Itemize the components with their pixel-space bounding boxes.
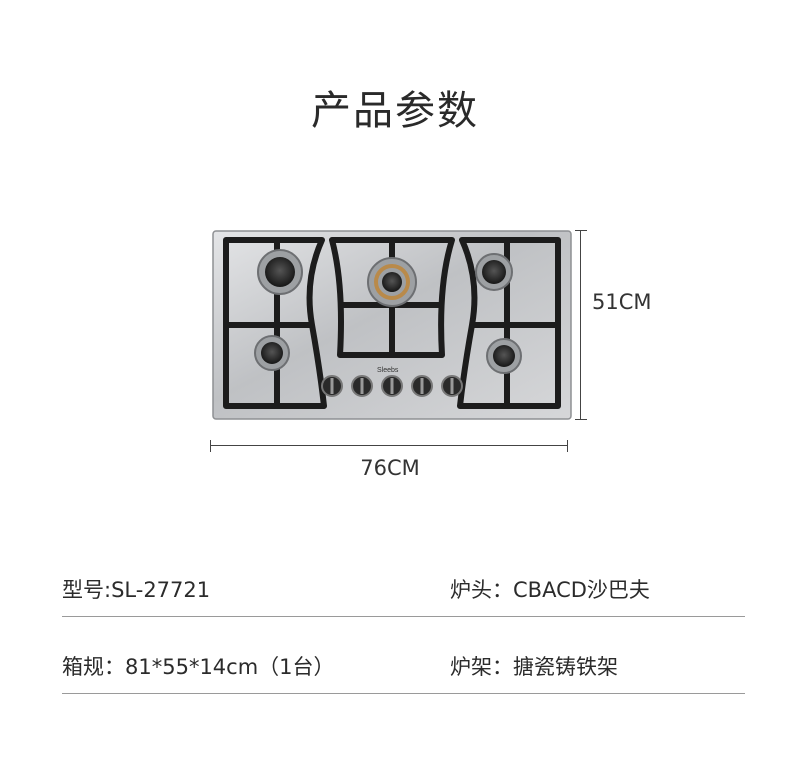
- spec-row: 箱规：81*55*14cm（1台） 炉架：搪瓷铸铁架: [62, 617, 745, 694]
- brand-logo: Sleebs: [377, 367, 399, 374]
- spec-burner: 炉头：CBACD沙巴夫: [450, 578, 650, 602]
- knob-1: [321, 375, 343, 397]
- control-knobs: [321, 375, 463, 397]
- width-dimension-line: [210, 440, 568, 452]
- burner-right-bottom: [486, 338, 522, 374]
- spec-row: 型号:SL-27721 炉头：CBACD沙巴夫: [62, 540, 745, 617]
- width-label: 76CM: [360, 456, 420, 480]
- spec-carton: 箱规：81*55*14cm（1台）: [62, 655, 335, 679]
- spec-grate: 炉架：搪瓷铸铁架: [450, 655, 618, 679]
- knob-4: [411, 375, 433, 397]
- height-dimension-line: [575, 230, 587, 420]
- burner-left-bottom: [254, 335, 290, 371]
- burner-right-top: [475, 253, 513, 291]
- burner-center: [367, 257, 417, 307]
- burner-large-left: [257, 249, 303, 295]
- page-title: 产品参数: [311, 88, 479, 134]
- knob-3: [381, 375, 403, 397]
- gas-hob-image: Sleebs: [212, 230, 572, 420]
- spec-model: 型号:SL-27721: [62, 578, 211, 602]
- knob-2: [351, 375, 373, 397]
- knob-5: [441, 375, 463, 397]
- height-label: 51CM: [592, 290, 652, 314]
